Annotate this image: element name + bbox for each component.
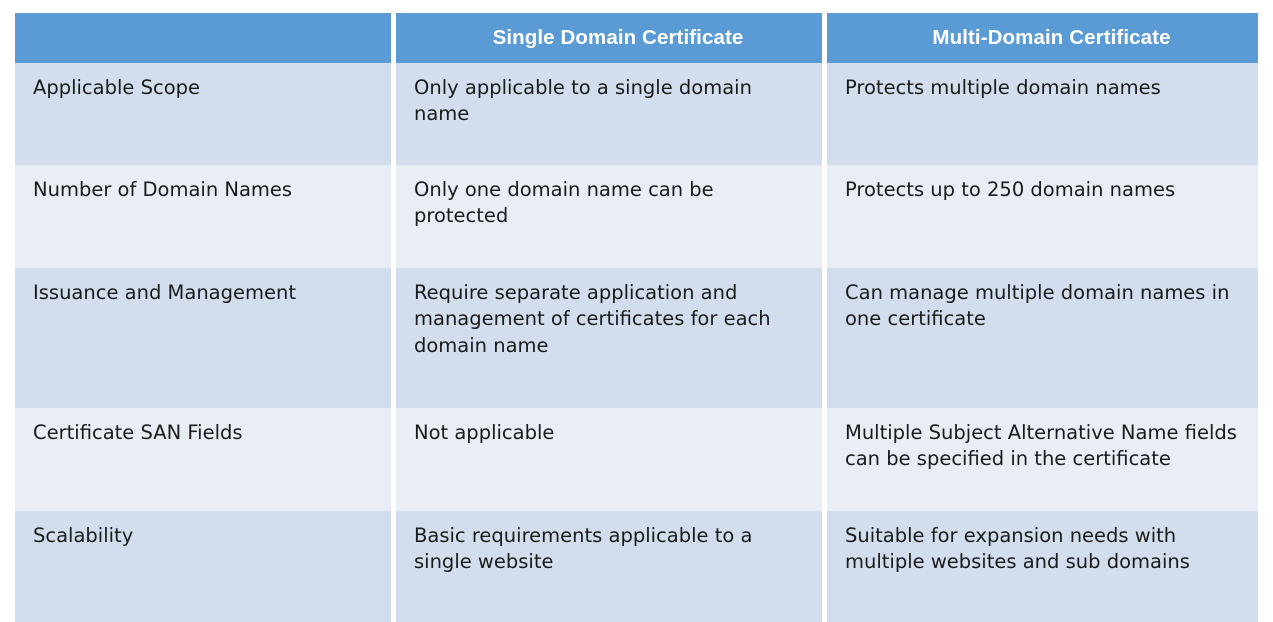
column-divider-1 [391,13,396,63]
header-cell-single-domain: Single Domain Certificate [396,13,822,63]
column-divider-1 [391,63,396,165]
row-multi-domain-value: Protects multiple domain names [827,63,1258,165]
row-single-domain-value: Basic requirements applicable to a singl… [396,511,822,622]
feature-text: Issuance and Management [33,281,296,304]
value-text: Can manage multiple domain names in one … [845,281,1230,331]
row-single-domain-value: Not applicable [396,408,822,511]
row-feature-label: Number of Domain Names [15,165,391,268]
row-multi-domain-value: Can manage multiple domain names in one … [827,268,1258,408]
column-divider-1 [391,268,396,408]
row-single-domain-value: Only one domain name can be protected [396,165,822,268]
value-text: Protects multiple domain names [845,76,1161,99]
row-feature-label: Issuance and Management [15,268,391,408]
column-divider-1 [391,408,396,511]
table-row: Issuance and Management Require separate… [15,268,1258,408]
column-divider-2 [822,408,827,511]
column-divider-2 [822,268,827,408]
column-divider-1 [391,511,396,622]
value-text: Only one domain name can be protected [414,178,714,228]
value-text: Require separate application and managem… [414,281,771,357]
value-text: Not applicable [414,421,555,444]
table-row: Certificate SAN Fields Not applicable Mu… [15,408,1258,511]
feature-text: Number of Domain Names [33,178,293,201]
row-feature-label: Scalability [15,511,391,622]
row-multi-domain-value: Multiple Subject Alternative Name fields… [827,408,1258,511]
value-text: Multiple Subject Alternative Name fields… [845,421,1237,471]
column-divider-2 [822,63,827,165]
row-single-domain-value: Require separate application and managem… [396,268,822,408]
column-divider-2 [822,165,827,268]
column-divider-2 [822,511,827,622]
value-text: Protects up to 250 domain names [845,178,1176,201]
table-header: Single Domain Certificate Multi-Domain C… [15,13,1258,63]
table-row: Number of Domain Names Only one domain n… [15,165,1258,268]
value-text: Only applicable to a single domain name [414,76,752,126]
table-row: Scalability Basic requirements applicabl… [15,511,1258,622]
feature-text: Applicable Scope [33,76,200,99]
row-single-domain-value: Only applicable to a single domain name [396,63,822,165]
table-body: Applicable Scope Only applicable to a si… [15,63,1258,622]
header-cell-multi-domain: Multi-Domain Certificate [827,13,1258,63]
header-row: Single Domain Certificate Multi-Domain C… [15,13,1258,63]
row-feature-label: Applicable Scope [15,63,391,165]
row-multi-domain-value: Suitable for expansion needs with multip… [827,511,1258,622]
certificate-comparison-table: Single Domain Certificate Multi-Domain C… [15,13,1258,622]
row-multi-domain-value: Protects up to 250 domain names [827,165,1258,268]
table-row: Applicable Scope Only applicable to a si… [15,63,1258,165]
value-text: Suitable for expansion needs with multip… [845,524,1190,574]
column-divider-2 [822,13,827,63]
feature-text: Scalability [33,524,134,547]
row-feature-label: Certificate SAN Fields [15,408,391,511]
feature-text: Certificate SAN Fields [33,421,243,444]
column-divider-1 [391,165,396,268]
value-text: Basic requirements applicable to a singl… [414,524,753,574]
header-cell-feature [15,13,391,63]
